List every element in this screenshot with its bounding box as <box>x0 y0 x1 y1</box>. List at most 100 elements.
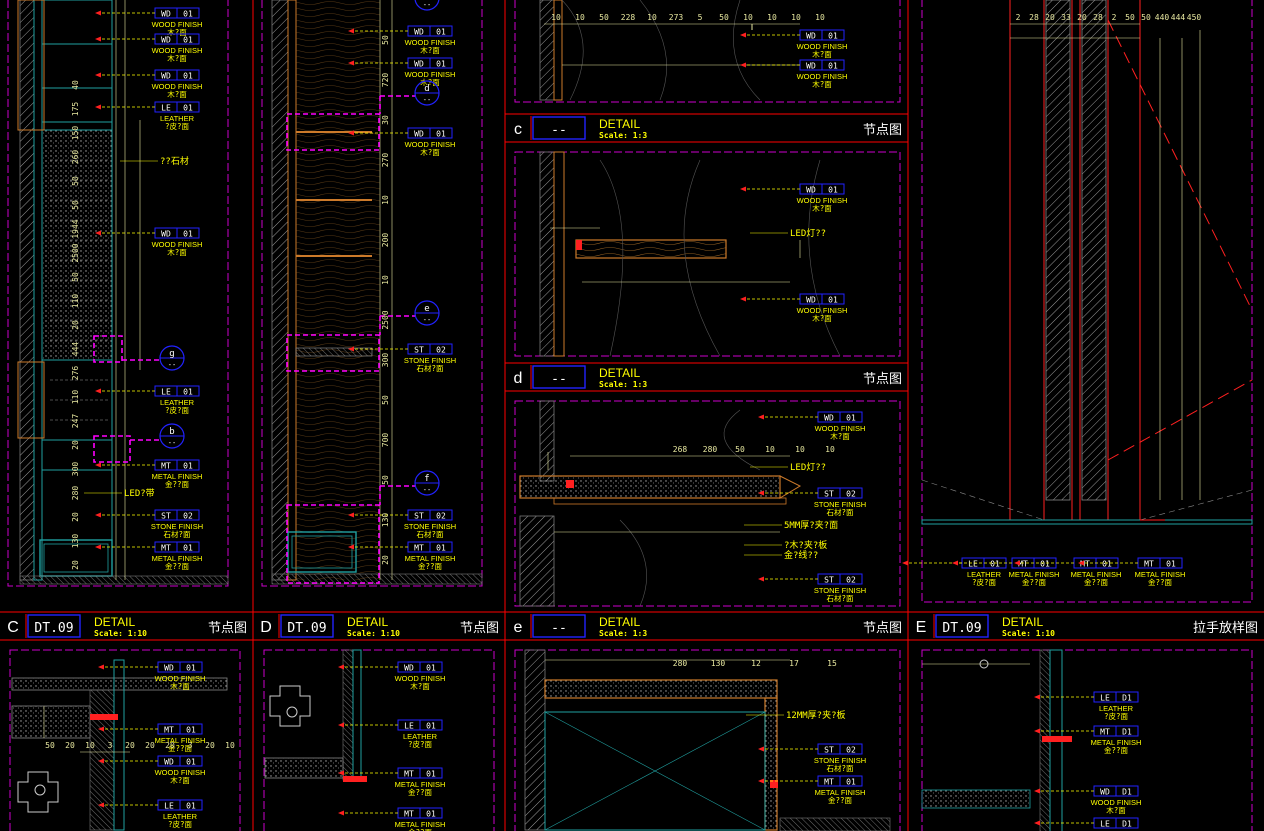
title-code: -- <box>551 123 567 138</box>
tag-en: WOOD FINISH <box>152 46 203 55</box>
tag-en: WOOD FINISH <box>155 674 206 683</box>
tag-cn: 石材?面 <box>163 529 191 539</box>
tag-code: WD <box>164 664 174 673</box>
tag-en: WOOD FINISH <box>152 82 203 91</box>
tag-number: 01 <box>183 10 193 19</box>
bottom-detail-e <box>524 649 891 831</box>
tag-cn: 木?面 <box>167 247 187 257</box>
title-id: d <box>514 370 523 387</box>
tag-cn: 木?面 <box>812 203 832 213</box>
dimension-value: 30 <box>381 115 390 125</box>
dimension-value: 50 <box>1141 13 1151 22</box>
tag-code: WD <box>164 758 174 767</box>
tag-number: D1 <box>1122 788 1132 797</box>
callout-g: g-- <box>159 345 185 371</box>
tag-cn: 木?面 <box>410 681 430 691</box>
tag-code: MT <box>1080 560 1090 569</box>
dimension-value: 17 <box>789 659 799 668</box>
title-code: DT.09 <box>34 621 73 636</box>
title-id: c <box>514 121 522 138</box>
tag-code: WD <box>806 32 816 41</box>
dimension-value: 2 <box>1016 13 1021 22</box>
title-code: DT.09 <box>287 621 326 636</box>
tag-cn: 木?面 <box>420 147 440 157</box>
tag-cn: 金??面 <box>165 479 190 489</box>
callout-sheet: -- <box>168 439 176 447</box>
dimension-value: 10 <box>381 275 390 285</box>
bottom-detail-c <box>11 659 228 831</box>
dimension-value: 50 <box>719 13 729 22</box>
callout-sheet: -- <box>168 361 176 369</box>
title-scale: Scale: 1:10 <box>347 629 400 638</box>
tag-number: 01 <box>828 186 838 195</box>
title-scale: Scale: 1:3 <box>599 629 647 638</box>
callout-sheet: -- <box>423 486 431 494</box>
title-code: -- <box>551 621 567 636</box>
tag-number: 01 <box>186 802 196 811</box>
tag-cn: 木?面 <box>812 49 832 59</box>
callout-d: d-- <box>414 80 440 106</box>
tag-en: METAL FINISH <box>1009 570 1060 579</box>
tag-code: MT <box>1144 560 1154 569</box>
tag-code: WD <box>806 296 816 305</box>
tag-cn: 木?面 <box>167 53 187 63</box>
tag-code: LE <box>1100 694 1110 703</box>
note-mm12: 12MM厚?夹?板 <box>786 709 846 721</box>
tag-code: LE <box>161 388 171 397</box>
tag-code: WD <box>806 62 816 71</box>
dimension-value: 40 <box>71 80 80 90</box>
dimension-value: 273 <box>669 13 684 22</box>
dimension-value: 20 <box>165 741 175 750</box>
tag-number: 01 <box>1102 560 1112 569</box>
tag-number: D1 <box>1122 728 1132 737</box>
tag-number: 01 <box>426 664 436 673</box>
dimension-value: 444 <box>71 342 80 357</box>
dimension-value: 10 <box>767 13 777 22</box>
dimension-value: 200 <box>381 233 390 248</box>
tag-en: LEATHER <box>160 398 195 407</box>
tag-en: WOOD FINISH <box>797 306 848 315</box>
tag-cn: 木?面 <box>167 89 187 99</box>
note-led2: LED灯?? <box>790 462 826 473</box>
dimension-value: 2500 <box>381 310 390 329</box>
tag-en: METAL FINISH <box>1071 570 1122 579</box>
title-label: DETAIL <box>1002 615 1043 629</box>
title-label: DETAIL <box>599 117 640 131</box>
tag-en: METAL FINISH <box>155 736 206 745</box>
tag-code: LE <box>161 104 171 113</box>
tag-number: 01 <box>436 60 446 69</box>
dimension-value: 20 <box>1077 13 1087 22</box>
tag-en: WOOD FINISH <box>797 72 848 81</box>
tag-cn: 金??面 <box>165 561 190 571</box>
tag-en: WOOD FINISH <box>155 768 206 777</box>
dimension-value: 110 <box>71 294 80 309</box>
dimension-value: 10 <box>85 741 95 750</box>
title-id: e <box>514 619 523 636</box>
title-code: DT.09 <box>942 621 981 636</box>
dimension-value: 3 <box>188 741 193 750</box>
tag-cn: 石材?面 <box>416 363 444 373</box>
title-scale: Scale: 1:3 <box>599 131 647 140</box>
dimension-value: 28 <box>1093 13 1103 22</box>
dimension-value: 150 <box>71 126 80 141</box>
tag-code: LE <box>968 560 978 569</box>
dimension-value: 300 <box>71 462 80 477</box>
callout-sheet: -- <box>423 96 431 104</box>
tag-number: 01 <box>426 770 436 779</box>
dimension-value: 20 <box>1045 13 1055 22</box>
title-label: DETAIL <box>599 615 640 629</box>
dimension-value: 50 <box>71 272 80 282</box>
tag-code: ST <box>161 512 171 521</box>
title-code: -- <box>551 372 567 387</box>
